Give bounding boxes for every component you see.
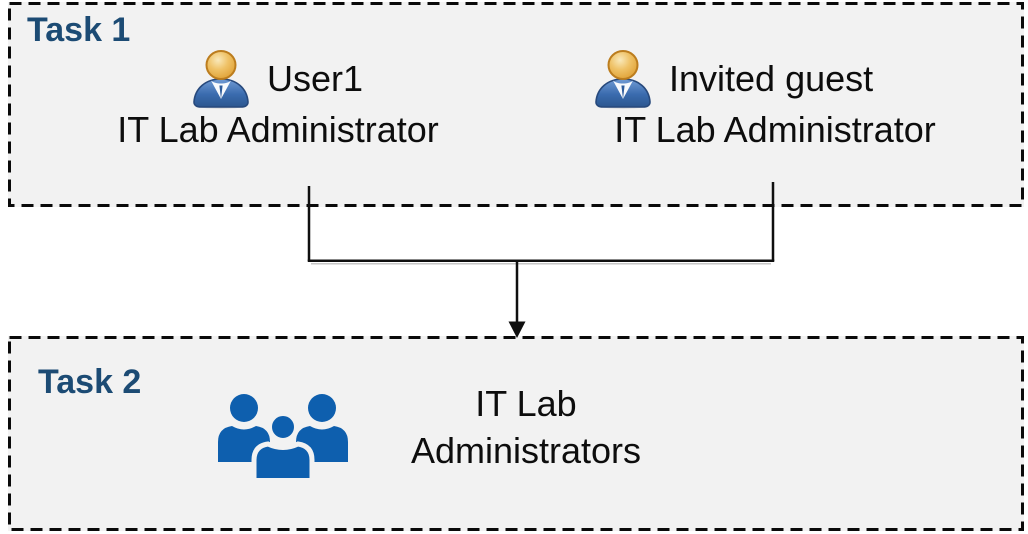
person-icon	[190, 49, 252, 109]
actor-invited-guest: Invited guest	[592, 48, 873, 110]
person-icon	[592, 49, 654, 109]
people-group-icon	[218, 394, 348, 478]
actor-invited-guest-name: Invited guest	[669, 58, 874, 99]
actor-user1-name: User1	[267, 58, 364, 99]
group-row	[218, 394, 348, 478]
task1-box: Task 1 User1 IT Lab Administrator Invite…	[8, 2, 1024, 207]
task1-label: Task 1	[27, 11, 131, 49]
actor-user1: User1	[190, 48, 363, 110]
task2-box: Task 2 IT Lab Administrators	[8, 336, 1024, 531]
actor-user1-role: IT Lab Administrator	[117, 109, 439, 150]
task2-label: Task 2	[38, 363, 142, 401]
group-name-label: IT Lab Administrators	[410, 383, 642, 471]
actor-invited-guest-role: IT Lab Administrator	[614, 109, 936, 150]
